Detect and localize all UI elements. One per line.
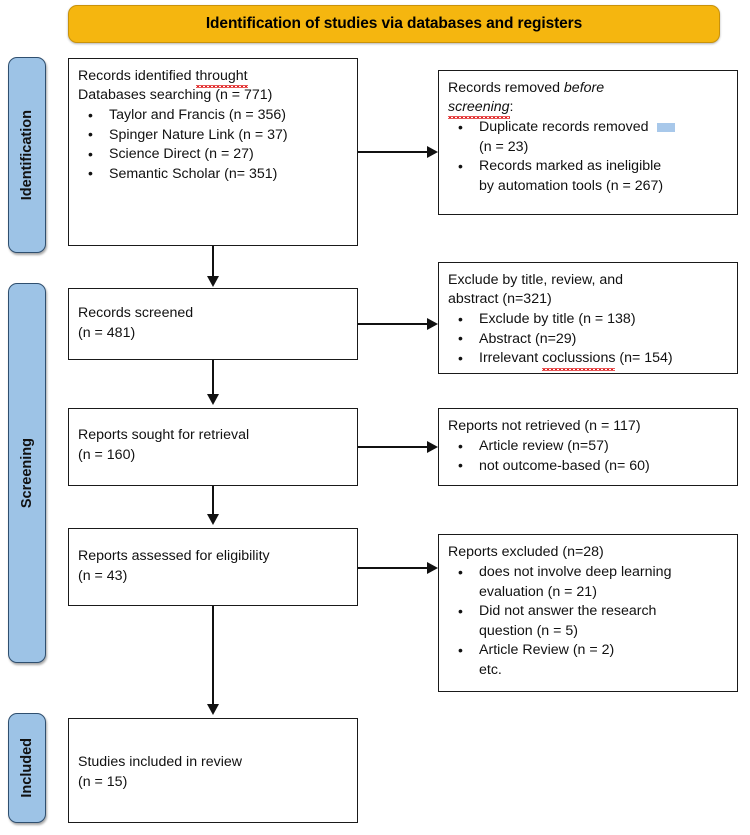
connector-line-screened-to-excluded	[358, 323, 428, 325]
box-records-identified: Records identified throught Databases se…	[68, 58, 358, 246]
connector-line-screened-to-sought	[212, 360, 214, 396]
arrow-down-icon	[207, 394, 219, 405]
box-records-screened: Records screened (n = 481)	[68, 288, 358, 360]
list-item: Article Review (n = 2) etc.	[448, 641, 730, 680]
arrow-right-icon	[427, 146, 438, 158]
duplicate-records-line2: (n = 23)	[479, 138, 529, 155]
excluded-title-line2: abstract (n=321)	[448, 291, 552, 307]
box-reports-assessed-for-eligibility: Reports assessed for eligibility (n = 43…	[68, 528, 358, 606]
exclusion-reason-2-line1: Did not answer the research	[479, 603, 657, 619]
list-item: not outcome-based (n= 60)	[448, 456, 730, 477]
arrow-right-icon	[427, 318, 438, 330]
exclusion-reason-1-line2: evaluation (n = 21)	[479, 583, 597, 600]
records-removed-line2: screening:	[448, 98, 730, 119]
excluded-title-line1: Exclude by title, review, and	[448, 272, 624, 288]
studies-included-line1: Studies included in review	[78, 754, 243, 770]
records-removed-italic-before: before	[563, 80, 605, 96]
exclusion-reason-3-line1: Article Review (n = 2)	[479, 642, 615, 658]
reports-not-retrieved-list: Article review (n=57) not outcome-based …	[448, 437, 730, 476]
exclusion-reason-1-line1: does not involve deep learning	[479, 564, 672, 580]
connector-line-eligibility-to-included	[212, 606, 214, 706]
reports-sought-line2: (n = 160)	[78, 447, 136, 463]
list-item: Irrelevant coclussions (n= 154)	[448, 349, 730, 370]
studies-included-line2: (n = 15)	[78, 774, 128, 790]
records-removed-colon: :	[509, 99, 514, 115]
stage-label-identification-text: Identification	[19, 109, 35, 201]
records-identified-source-list: Taylor and Francis (n = 356) Spinger Nat…	[78, 106, 350, 184]
records-removed-prefix: Records removed	[448, 80, 564, 96]
misspelling-throught: throught	[195, 68, 248, 88]
list-item: Did not answer the research question (n =…	[448, 602, 730, 641]
box-studies-included-in-review: Studies included in review (n = 15)	[68, 718, 358, 823]
box-excluded-by-title: Exclude by title, review, and abstract (…	[438, 262, 738, 374]
stage-label-screening: Screening	[8, 283, 46, 663]
records-screened-line2: (n = 481)	[78, 325, 136, 341]
stage-label-included: Included	[8, 713, 46, 823]
records-identified-prefix: Records identified	[78, 68, 196, 84]
connector-line-eligibility-to-reports-excluded	[358, 567, 428, 569]
box-reports-not-retrieved: Reports not retrieved (n = 117) Article …	[438, 408, 738, 486]
box-records-removed-before-screening: Records removed before screening: Duplic…	[438, 70, 738, 215]
ineligible-records-line1: Records marked as ineligible	[479, 158, 662, 174]
reports-eligibility-line2: (n = 43)	[78, 568, 128, 584]
records-removed-list: Duplicate records removed (n = 23) Record…	[448, 118, 730, 196]
stage-label-identification: Identification	[8, 57, 46, 253]
misspelling-coclussions: coclussions	[542, 349, 616, 370]
box-reports-excluded: Reports excluded (n=28) does not involve…	[438, 534, 738, 692]
list-item: Science Direct (n = 27)	[78, 145, 350, 165]
arrow-down-icon	[207, 276, 219, 287]
records-removed-italic-screening: screening	[448, 99, 510, 119]
list-item: Article review (n=57)	[448, 437, 730, 457]
banner-title: Identification of studies via databases …	[205, 15, 583, 32]
reports-sought-line1: Reports sought for retrieval	[78, 427, 250, 443]
selection-highlight-artifact	[656, 122, 675, 132]
exclusion-reason-3-line2: etc.	[479, 661, 502, 678]
list-item: Records marked as ineligible by automatio…	[448, 157, 730, 196]
list-item: Semantic Scholar (n= 351)	[78, 164, 350, 185]
exclusion-reason-2-line2: question (n = 5)	[479, 622, 578, 639]
reports-eligibility-line1: Reports assessed for eligibility	[78, 548, 270, 564]
list-item: Taylor and Francis (n = 356)	[78, 106, 350, 126]
stage-label-screening-text: Screening	[19, 437, 35, 509]
list-item: Spinger Nature Link (n = 37)	[78, 125, 350, 146]
diagram-header-banner: Identification of studies via databases …	[68, 5, 720, 43]
list-item: Abstract (n=29)	[448, 329, 730, 350]
records-identified-line2: Databases searching (n = 771)	[78, 87, 273, 103]
arrow-right-icon	[427, 562, 438, 574]
connector-line-sought-to-eligibility	[212, 486, 214, 516]
records-identified-line1: Records identified throught	[78, 67, 350, 88]
excluded-title-list: Exclude by title (n = 138) Abstract (n=2…	[448, 310, 730, 370]
box-reports-sought-for-retrieval: Reports sought for retrieval (n = 160)	[68, 408, 358, 486]
arrow-right-icon	[427, 441, 438, 453]
connector-line-sought-to-not-retrieved	[358, 446, 428, 448]
connector-line-identified-to-screened	[212, 246, 214, 278]
list-item: Duplicate records removed (n = 23)	[448, 118, 730, 157]
ineligible-records-line2: by automation tools (n = 267)	[479, 177, 664, 194]
reports-excluded-line1: Reports excluded (n=28)	[448, 544, 604, 560]
stage-label-included-text: Included	[19, 738, 35, 798]
irrelevant-suffix: (n= 154)	[615, 350, 673, 366]
arrow-down-icon	[207, 514, 219, 525]
records-screened-line1: Records screened	[78, 305, 194, 321]
list-item: does not involve deep learning evaluation…	[448, 563, 730, 602]
records-removed-line1: Records removed before	[448, 79, 730, 98]
irrelevant-prefix: Irrelevant	[479, 350, 543, 366]
connector-line-identified-to-removed	[358, 151, 428, 153]
duplicate-records-line1: Duplicate records removed	[479, 119, 649, 135]
reports-not-retrieved-line1: Reports not retrieved (n = 117)	[448, 418, 641, 434]
arrow-down-icon	[207, 704, 219, 715]
list-item: Exclude by title (n = 138)	[448, 310, 730, 330]
reports-excluded-list: does not involve deep learning evaluation…	[448, 563, 730, 680]
